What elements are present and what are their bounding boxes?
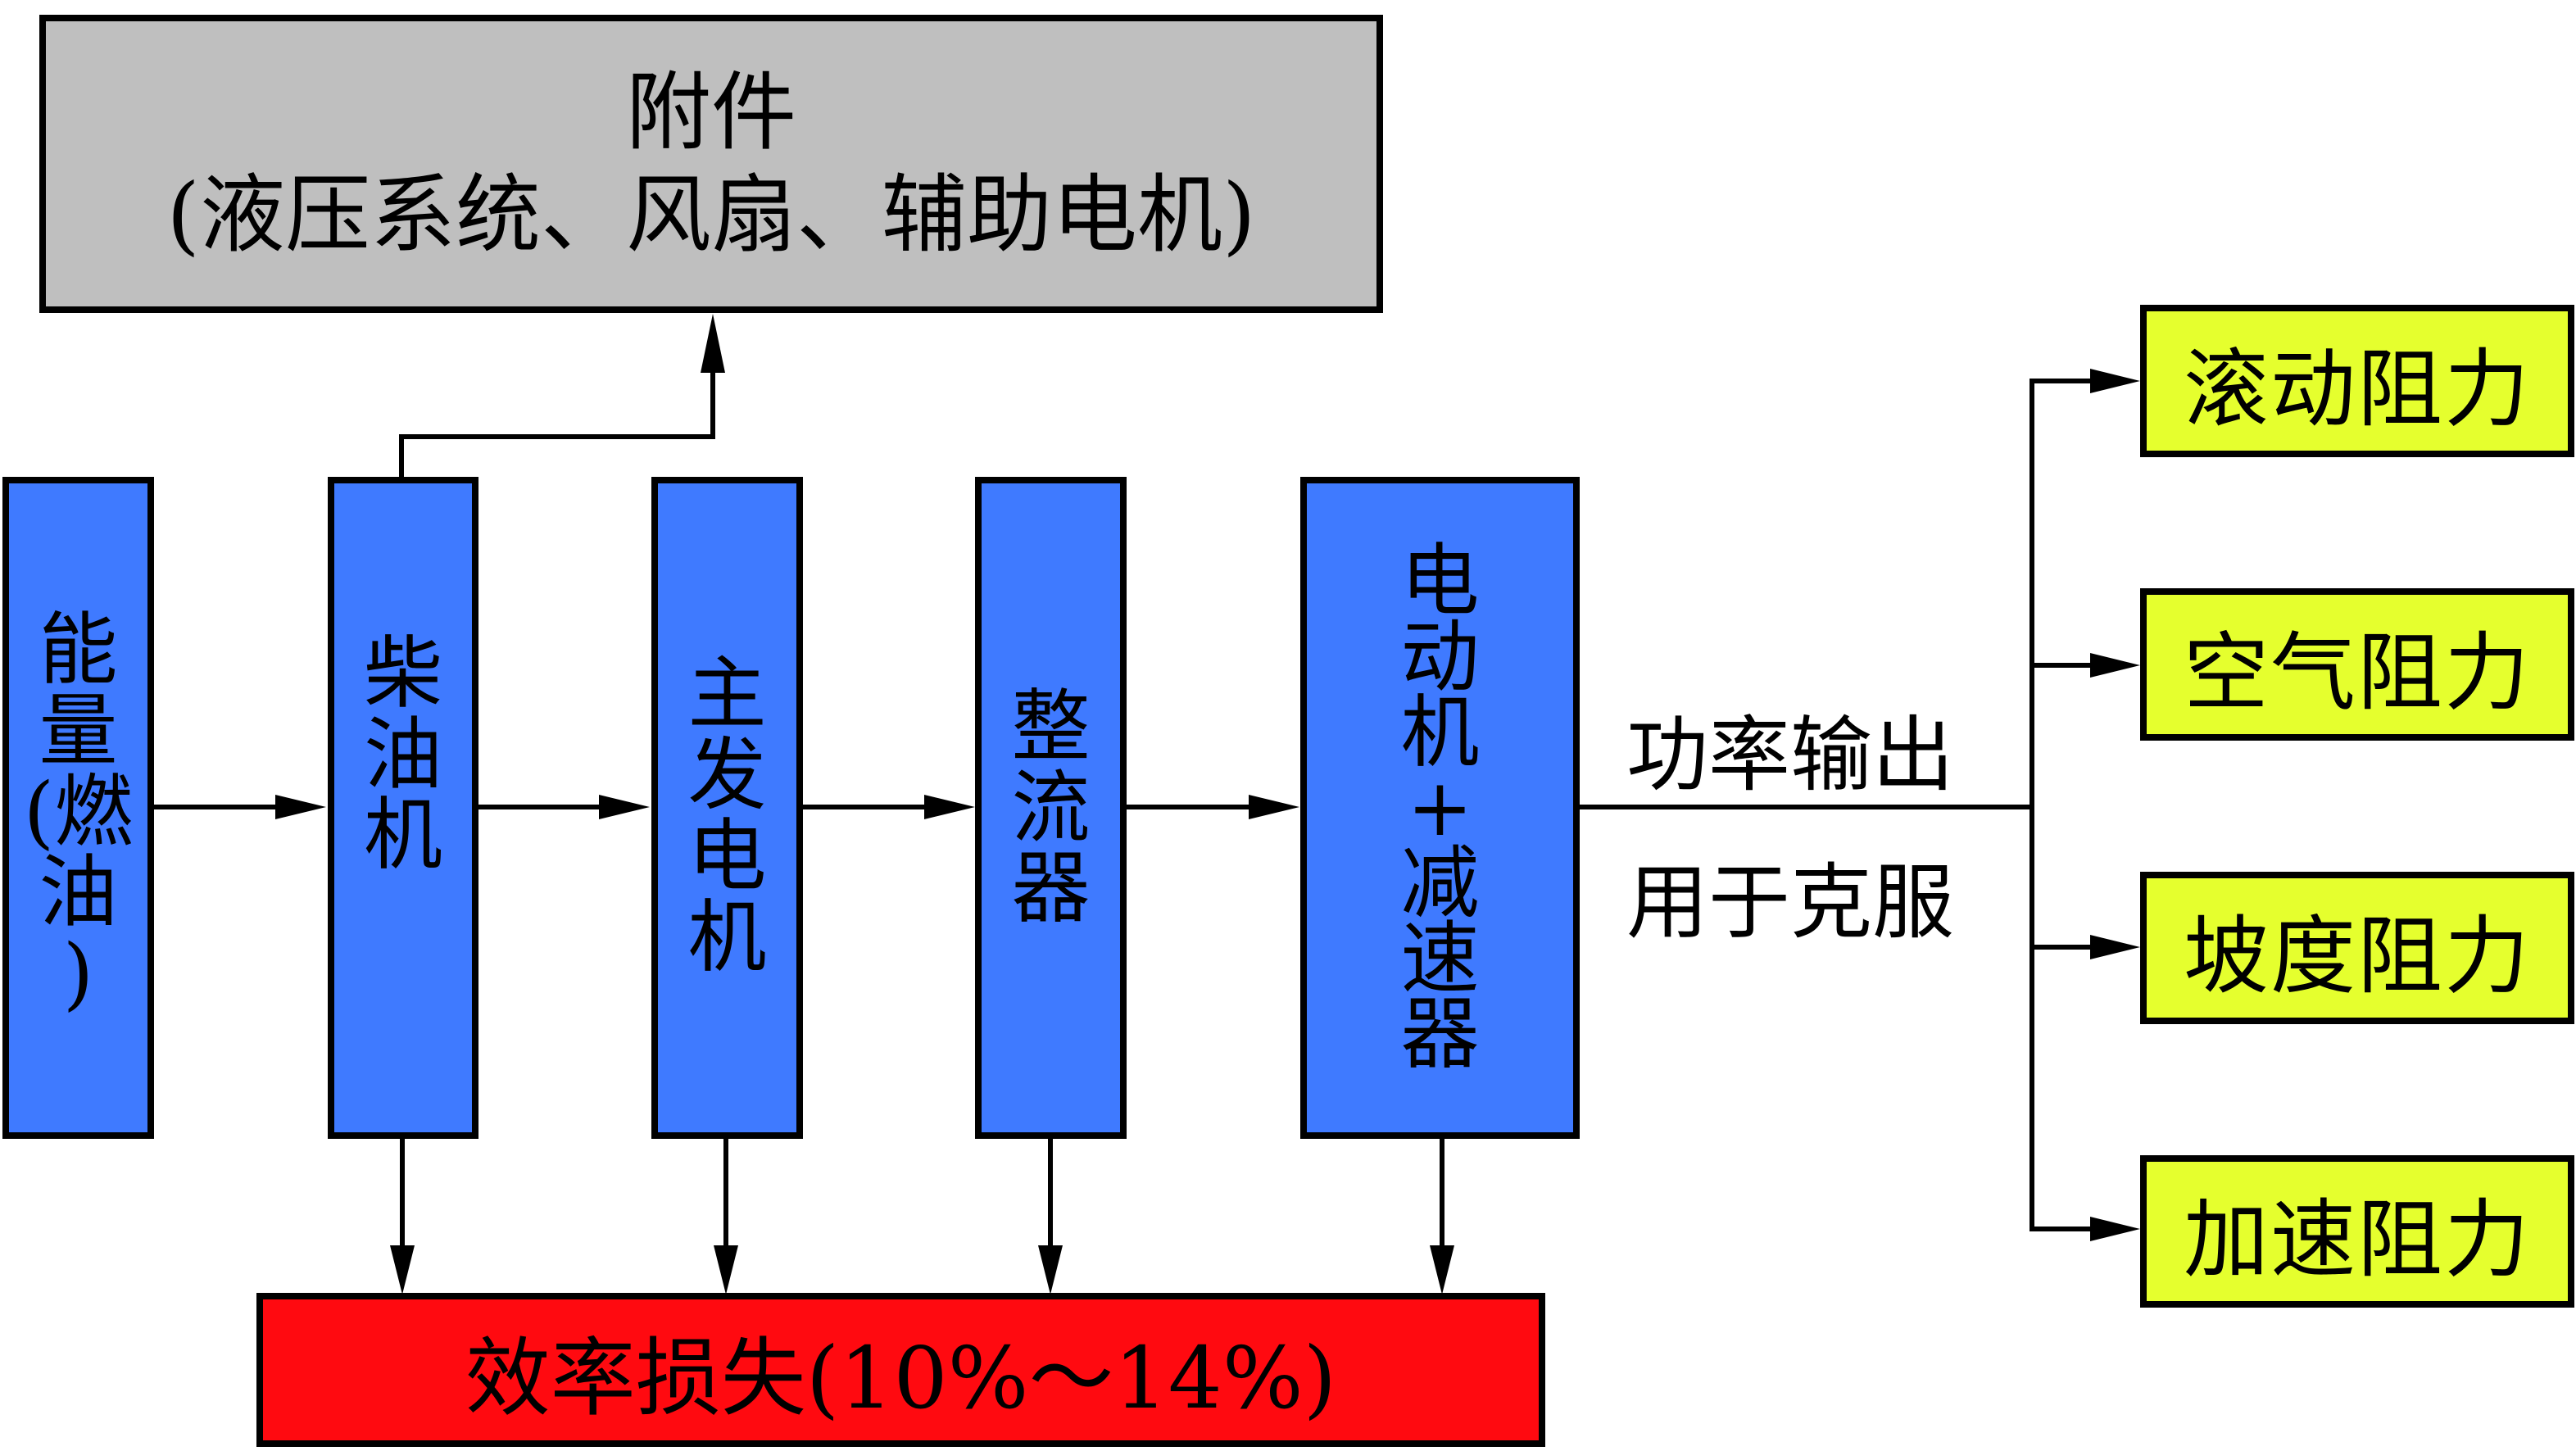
arrowhead-icon (701, 314, 725, 373)
motor-reducer-char: 动 (1400, 610, 1480, 703)
accessories-title: 附件 (625, 62, 796, 163)
motor-reducer-box: 电 动 机 + 减 速 器 (1300, 477, 1580, 1139)
arrowhead-icon (1038, 1245, 1063, 1295)
main-generator-char: 主 (687, 648, 767, 741)
main-generator-box: 主 发 电 机 (651, 477, 803, 1139)
efficiency-loss-box: 效率损失(10%～14%) (256, 1293, 1545, 1447)
motor-reducer-char: + (1407, 761, 1473, 854)
motor-reducer-char: 速 (1400, 913, 1480, 1005)
accessories-subtitle: (液压系统、风扇、辅助电机) (166, 165, 1256, 265)
arrowhead-icon (2090, 653, 2140, 678)
arrowhead-icon (1249, 795, 1299, 819)
arrowhead-icon (2090, 369, 2140, 393)
rectifier-char: 整 (1011, 680, 1091, 773)
main-generator-char: 机 (687, 891, 767, 983)
resistance-air-box: 空气阻力 (2140, 588, 2574, 741)
main-generator-char: 电 (687, 810, 767, 902)
arrowhead-icon (390, 1245, 415, 1295)
energy-char: ) (62, 927, 94, 1020)
arrowhead-icon (2090, 1217, 2140, 1241)
resistance-acceleration-box: 加速阻力 (2140, 1155, 2574, 1308)
efficiency-loss-label: 效率损失(10%～14%) (465, 1327, 1337, 1428)
arrow-diesel-to-accessories (399, 365, 715, 477)
energy-char: 油 (39, 846, 118, 939)
rectifier-char: 流 (1011, 761, 1091, 854)
diesel-engine-box: 柴 油 机 (328, 477, 478, 1139)
arrowhead-icon (2090, 935, 2140, 959)
energy-char: (燃 (23, 765, 134, 858)
energy-box: 能 量 (燃 油 ) (2, 477, 154, 1139)
resistance-grade-box: 坡度阻力 (2140, 872, 2574, 1024)
arrowhead-icon (1430, 1245, 1454, 1295)
motor-reducer-char: 减 (1400, 837, 1480, 930)
resistance-rolling-box: 滚动阻力 (2140, 305, 2574, 457)
resistance-grade-label: 坡度阻力 (2183, 905, 2531, 1006)
motor-reducer-char: 电 (1400, 535, 1480, 628)
arrowhead-icon (714, 1245, 738, 1295)
arrowhead-icon (599, 795, 650, 819)
arrowhead-icon (275, 795, 326, 819)
resistance-rolling-label: 滚动阻力 (2183, 338, 2531, 439)
diesel-engine-char: 机 (364, 789, 442, 882)
diesel-engine-char: 油 (364, 708, 442, 800)
main-generator-char: 发 (687, 729, 767, 822)
output-label-line2: 用于克服 (1626, 855, 1954, 950)
resistance-acceleration-label: 加速阻力 (2183, 1189, 2531, 1290)
arrowhead-icon (924, 795, 975, 819)
motor-reducer-char: 机 (1400, 686, 1480, 778)
energy-char: 量 (39, 684, 118, 777)
resistance-air-label: 空气阻力 (2183, 622, 2531, 723)
diesel-engine-char: 柴 (364, 627, 442, 719)
accessories-box: 附件 (液压系统、风扇、辅助电机) (39, 15, 1383, 313)
rectifier-box: 整 流 器 (975, 477, 1127, 1139)
motor-reducer-char: 器 (1400, 988, 1480, 1081)
rectifier-char: 器 (1011, 842, 1091, 935)
energy-char: 能 (39, 603, 118, 696)
output-label-line1: 功率输出 (1626, 707, 1954, 803)
